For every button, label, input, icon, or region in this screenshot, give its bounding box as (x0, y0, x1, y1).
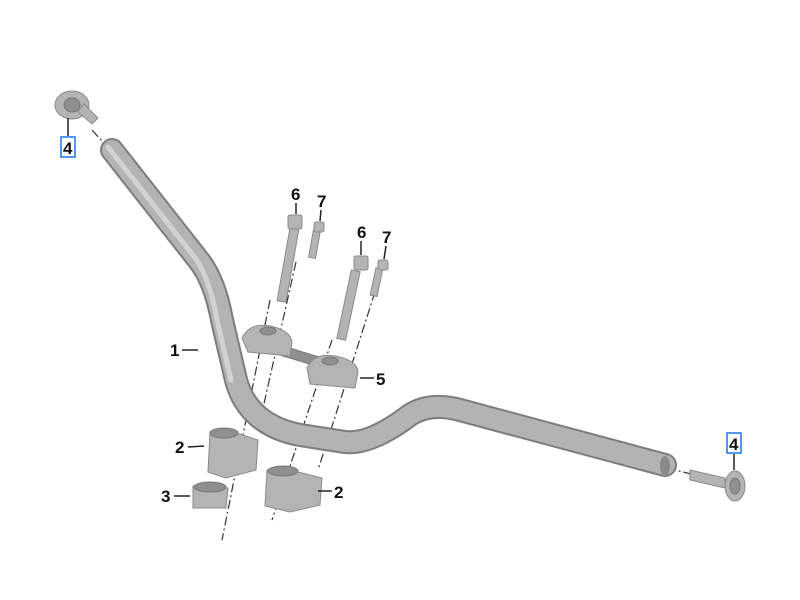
callout-2-a[interactable]: 2 (175, 438, 205, 457)
callout-2-b[interactable]: 2 (318, 483, 343, 502)
spacer-part-3[interactable] (192, 481, 229, 509)
callout-1[interactable]: 1 (170, 341, 198, 360)
callout-3[interactable]: 3 (161, 487, 190, 506)
handlebar-part-1[interactable] (100, 138, 677, 477)
callout-label: 6 (357, 223, 366, 242)
callout-4-right[interactable]: 4 (726, 432, 742, 470)
assembly-lines (91, 129, 696, 541)
bar-end-weight-right[interactable] (689, 469, 746, 502)
screw-7-b[interactable] (369, 259, 389, 298)
callout-label: 3 (161, 487, 170, 506)
bar-end-weight-left[interactable] (54, 90, 99, 125)
riser-part-2-a[interactable] (207, 427, 259, 479)
bolt-6-b[interactable] (336, 255, 369, 341)
callout-4-left[interactable]: 4 (60, 118, 76, 158)
callout-5[interactable]: 5 (360, 370, 385, 389)
callout-label: 1 (170, 341, 179, 360)
callout-label: 4 (729, 435, 739, 454)
callout-7-b[interactable]: 7 (382, 228, 391, 260)
callout-6-b[interactable]: 6 (357, 223, 366, 255)
callout-label: 5 (376, 370, 385, 389)
callout-label: 2 (175, 438, 184, 457)
callout-6-a[interactable]: 6 (291, 185, 300, 214)
callout-7-a[interactable]: 7 (317, 192, 326, 222)
callout-label: 6 (291, 185, 300, 204)
callout-label: 2 (334, 483, 343, 502)
bolt-6-a[interactable] (276, 214, 303, 303)
riser-part-2-b[interactable] (264, 465, 323, 513)
callout-label: 7 (317, 192, 326, 211)
callout-label: 4 (63, 139, 73, 158)
clamp-part-5[interactable] (241, 324, 359, 389)
screw-7-a[interactable] (308, 221, 325, 260)
callout-label: 7 (382, 228, 391, 247)
